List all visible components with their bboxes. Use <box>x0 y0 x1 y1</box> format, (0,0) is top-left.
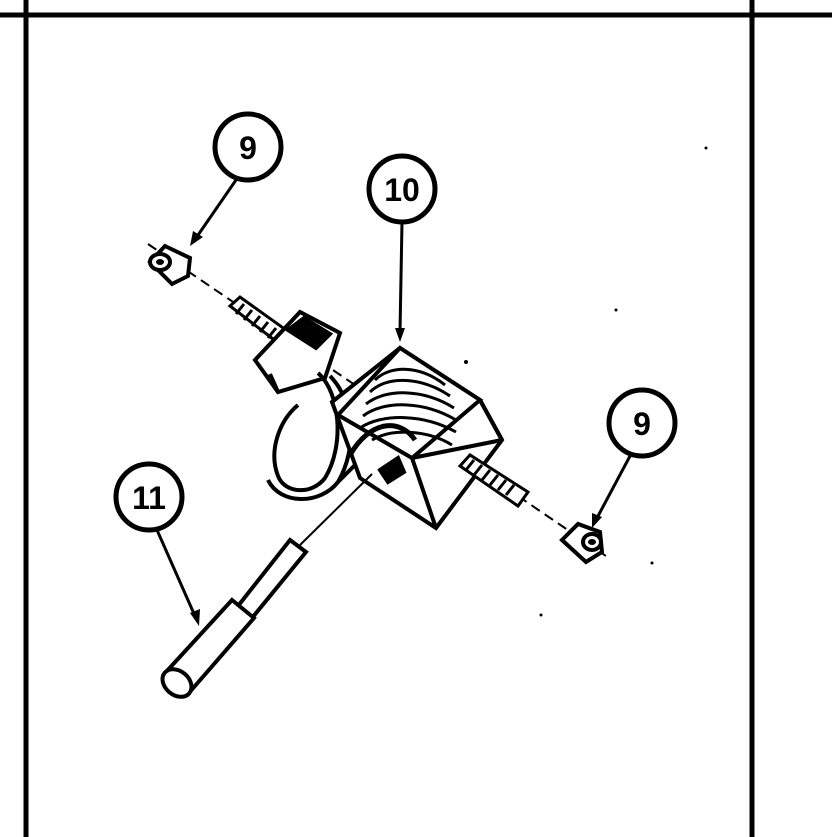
callout-11-lower-left: 11 <box>113 461 200 626</box>
nut-left <box>147 243 193 287</box>
svg-text:11: 11 <box>132 480 166 516</box>
svg-text:9: 9 <box>239 130 257 166</box>
svg-text:10: 10 <box>384 172 420 208</box>
specks <box>464 146 708 617</box>
svg-text:9: 9 <box>633 406 651 442</box>
left-terminal-clamp <box>252 309 343 395</box>
callout-9-right: 9 <box>592 387 678 528</box>
sensor-probe <box>160 473 373 699</box>
callout-9-top-left: 9 <box>190 111 284 246</box>
right-threaded-stud <box>457 453 531 509</box>
callout-10-center: 10 <box>366 153 438 342</box>
coil-block <box>329 345 505 531</box>
nut-right <box>559 521 605 565</box>
